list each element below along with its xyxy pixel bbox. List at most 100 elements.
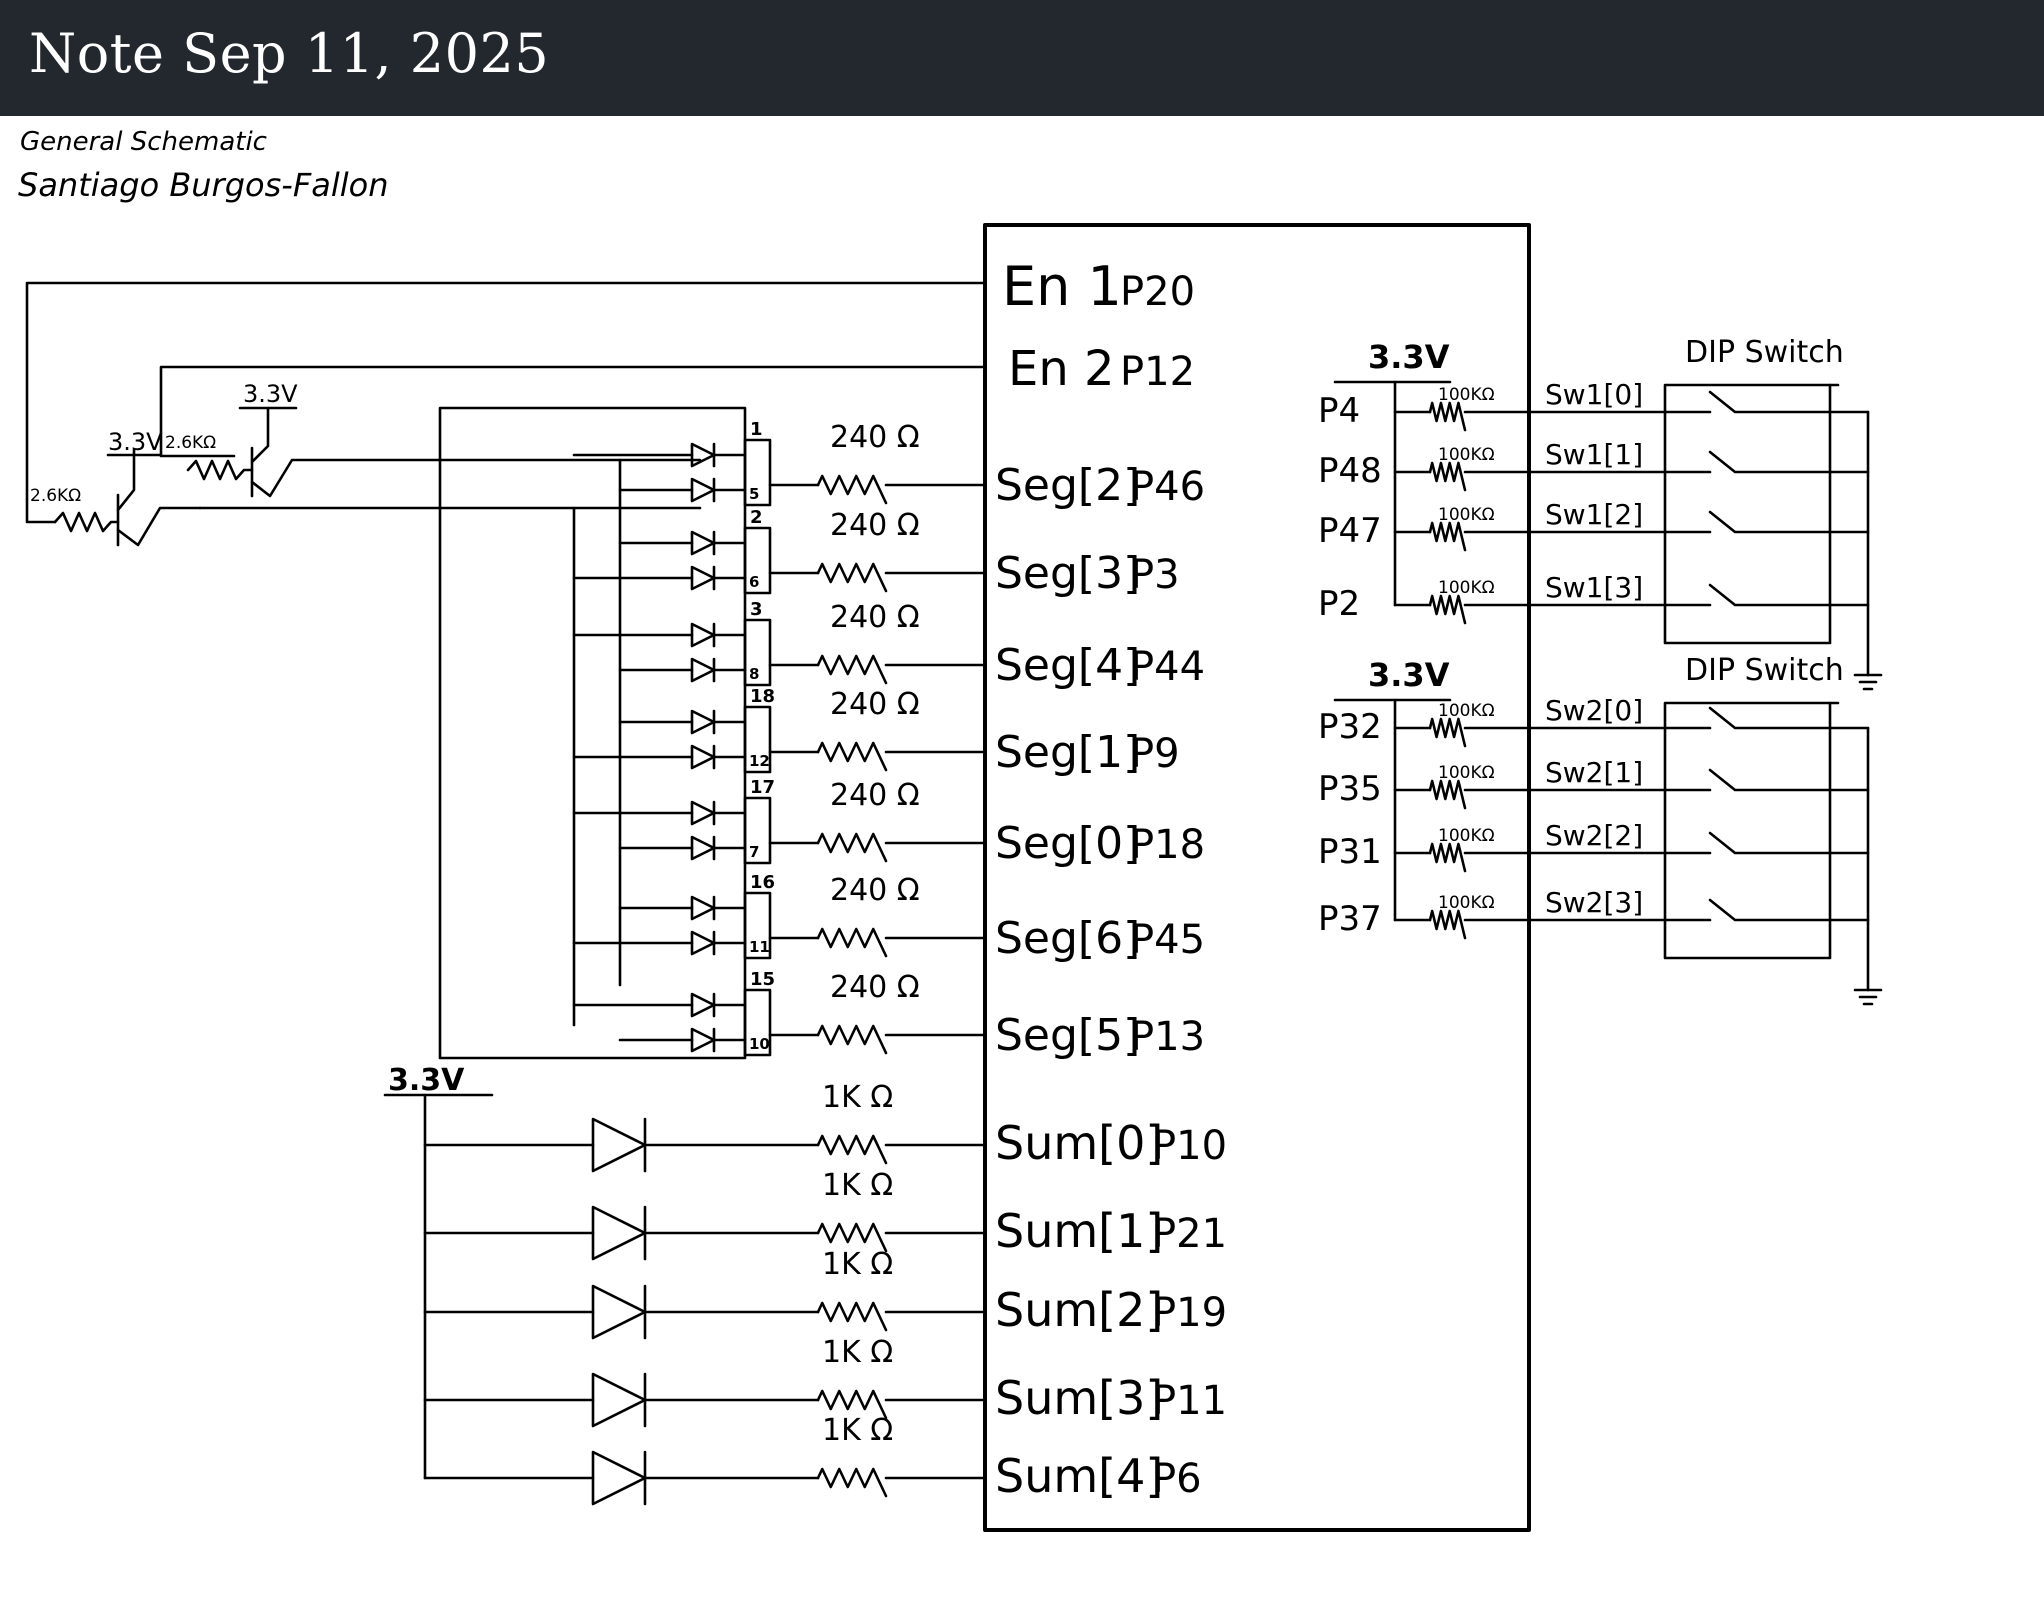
- switch-icon: [1708, 706, 1870, 730]
- sum-pin: P11: [1152, 1378, 1227, 1424]
- segment-led-icon: [690, 442, 716, 468]
- segment-led-icon: [690, 930, 716, 956]
- dip-signal-label: Sw1[3]: [1545, 571, 1643, 604]
- segment-res-label: 240 Ω: [830, 508, 920, 543]
- switch-icon: [1708, 510, 1870, 534]
- resistor: [1428, 909, 1467, 940]
- led-pin-a: 15: [750, 969, 775, 990]
- dip-pin-label: P4: [1318, 391, 1360, 431]
- transistor-1: [53, 448, 202, 547]
- dip-vcc-label: 3.3V: [1368, 656, 1450, 694]
- segment-label: Seg[5]: [995, 1010, 1140, 1061]
- led-supply-label: 3.3V: [388, 1063, 465, 1098]
- switch-icon: [1708, 583, 1870, 607]
- seven-seg-box: [438, 406, 747, 1060]
- sum-row: 1K Ω: [423, 1247, 987, 1340]
- segment-pin: P13: [1130, 1014, 1205, 1060]
- led-pin-b: 10: [749, 1035, 770, 1053]
- segment-label: Seg[0]: [995, 818, 1140, 869]
- note-title: Note Sep 11, 2025: [29, 22, 550, 85]
- segment-label: Seg[3]: [995, 548, 1140, 599]
- resistor: [1428, 521, 1467, 552]
- resistor: [1428, 842, 1467, 873]
- segment-led-icon: [690, 477, 716, 503]
- dip-row: P47 100KΩ Sw1[2]: [1318, 498, 1870, 552]
- dip-res-label: 100KΩ: [1438, 445, 1495, 465]
- led-pin-a: 2: [750, 507, 763, 528]
- segment-led-icon: [690, 622, 716, 648]
- dip-res-label: 100KΩ: [1438, 893, 1495, 913]
- transistor-2: [186, 406, 702, 498]
- dip-pin-label: P37: [1318, 899, 1382, 939]
- dip-pin-label: P47: [1318, 511, 1382, 551]
- resistor: [1428, 594, 1467, 625]
- sum-led-icon: [591, 1284, 647, 1340]
- segment-row: 15 10 240 Ω: [572, 969, 987, 1057]
- resistor: [816, 562, 888, 593]
- dip-signal-label: Sw1[1]: [1545, 438, 1643, 471]
- en2-wire: [159, 365, 987, 458]
- segment-pin: P44: [1130, 644, 1205, 690]
- segment-led-icon: [690, 895, 716, 921]
- dip-res-label: 100KΩ: [1438, 826, 1495, 846]
- dip-pin-label: P31: [1318, 832, 1382, 872]
- sum-pin: P10: [1152, 1123, 1227, 1169]
- led-pin-a: 17: [750, 777, 775, 798]
- dip-signal-label: Sw1[0]: [1545, 378, 1643, 411]
- resistor: [1428, 779, 1467, 810]
- segment-res-label: 240 Ω: [830, 420, 920, 455]
- switch-icon: [1708, 450, 1870, 474]
- trans2-vcc: 3.3V: [243, 380, 298, 408]
- led-pin-b: 12: [749, 752, 770, 770]
- en2-pin: P12: [1120, 349, 1195, 395]
- sum-label: Sum[0]: [995, 1116, 1163, 1170]
- sum-row: 1K Ω: [423, 1080, 987, 1173]
- segment-res-label: 240 Ω: [830, 970, 920, 1005]
- note-line-2: Santiago Burgos-Fallon: [18, 166, 388, 204]
- dip-switch-box: [1663, 701, 1832, 960]
- led-pin-a: 18: [750, 686, 775, 707]
- resistor: [816, 832, 888, 863]
- dip-signal-label: Sw2[3]: [1545, 886, 1643, 919]
- resistor: [816, 741, 888, 772]
- en1-pin: P20: [1120, 269, 1195, 315]
- sum-label: Sum[4]: [995, 1449, 1163, 1503]
- sum-label: Sum[3]: [995, 1371, 1163, 1425]
- dip-pin-label: P32: [1318, 707, 1382, 747]
- led-pin-b: 5: [749, 485, 759, 503]
- sum-res-label: 1K Ω: [822, 1247, 893, 1282]
- trans1-vcc: 3.3V: [108, 428, 163, 456]
- dip-res-label: 100KΩ: [1438, 505, 1495, 525]
- ground-icon: [1853, 988, 1883, 1006]
- dip-signal-label: Sw1[2]: [1545, 498, 1643, 531]
- resistor: [816, 1389, 888, 1420]
- sum-pin: P19: [1152, 1290, 1227, 1336]
- en1-label: En 1: [1002, 255, 1122, 318]
- sum-label: Sum[2]: [995, 1283, 1163, 1337]
- segment-pin: P45: [1130, 917, 1205, 963]
- segment-res-label: 240 Ω: [830, 687, 920, 722]
- segment-led-icon: [690, 744, 716, 770]
- sum-rows: 1K Ω1K Ω1K Ω1K Ω1K Ω: [423, 1080, 987, 1506]
- resistor: [816, 927, 888, 958]
- segment-led-icon: [690, 709, 716, 735]
- sum-row: 1K Ω: [423, 1168, 987, 1261]
- resistor: [816, 1024, 888, 1055]
- sum-row: 1K Ω: [423, 1335, 987, 1428]
- dip-pin-label: P2: [1318, 584, 1360, 624]
- dip-res-label: 100KΩ: [1438, 385, 1495, 405]
- resistor: [816, 1134, 888, 1165]
- dip-res-label: 100KΩ: [1438, 701, 1495, 721]
- segment-led-icon: [690, 800, 716, 826]
- led-pin-b: 8: [749, 665, 759, 683]
- resistor: [816, 654, 888, 685]
- dip-row: P37 100KΩ Sw2[3]: [1318, 886, 1870, 940]
